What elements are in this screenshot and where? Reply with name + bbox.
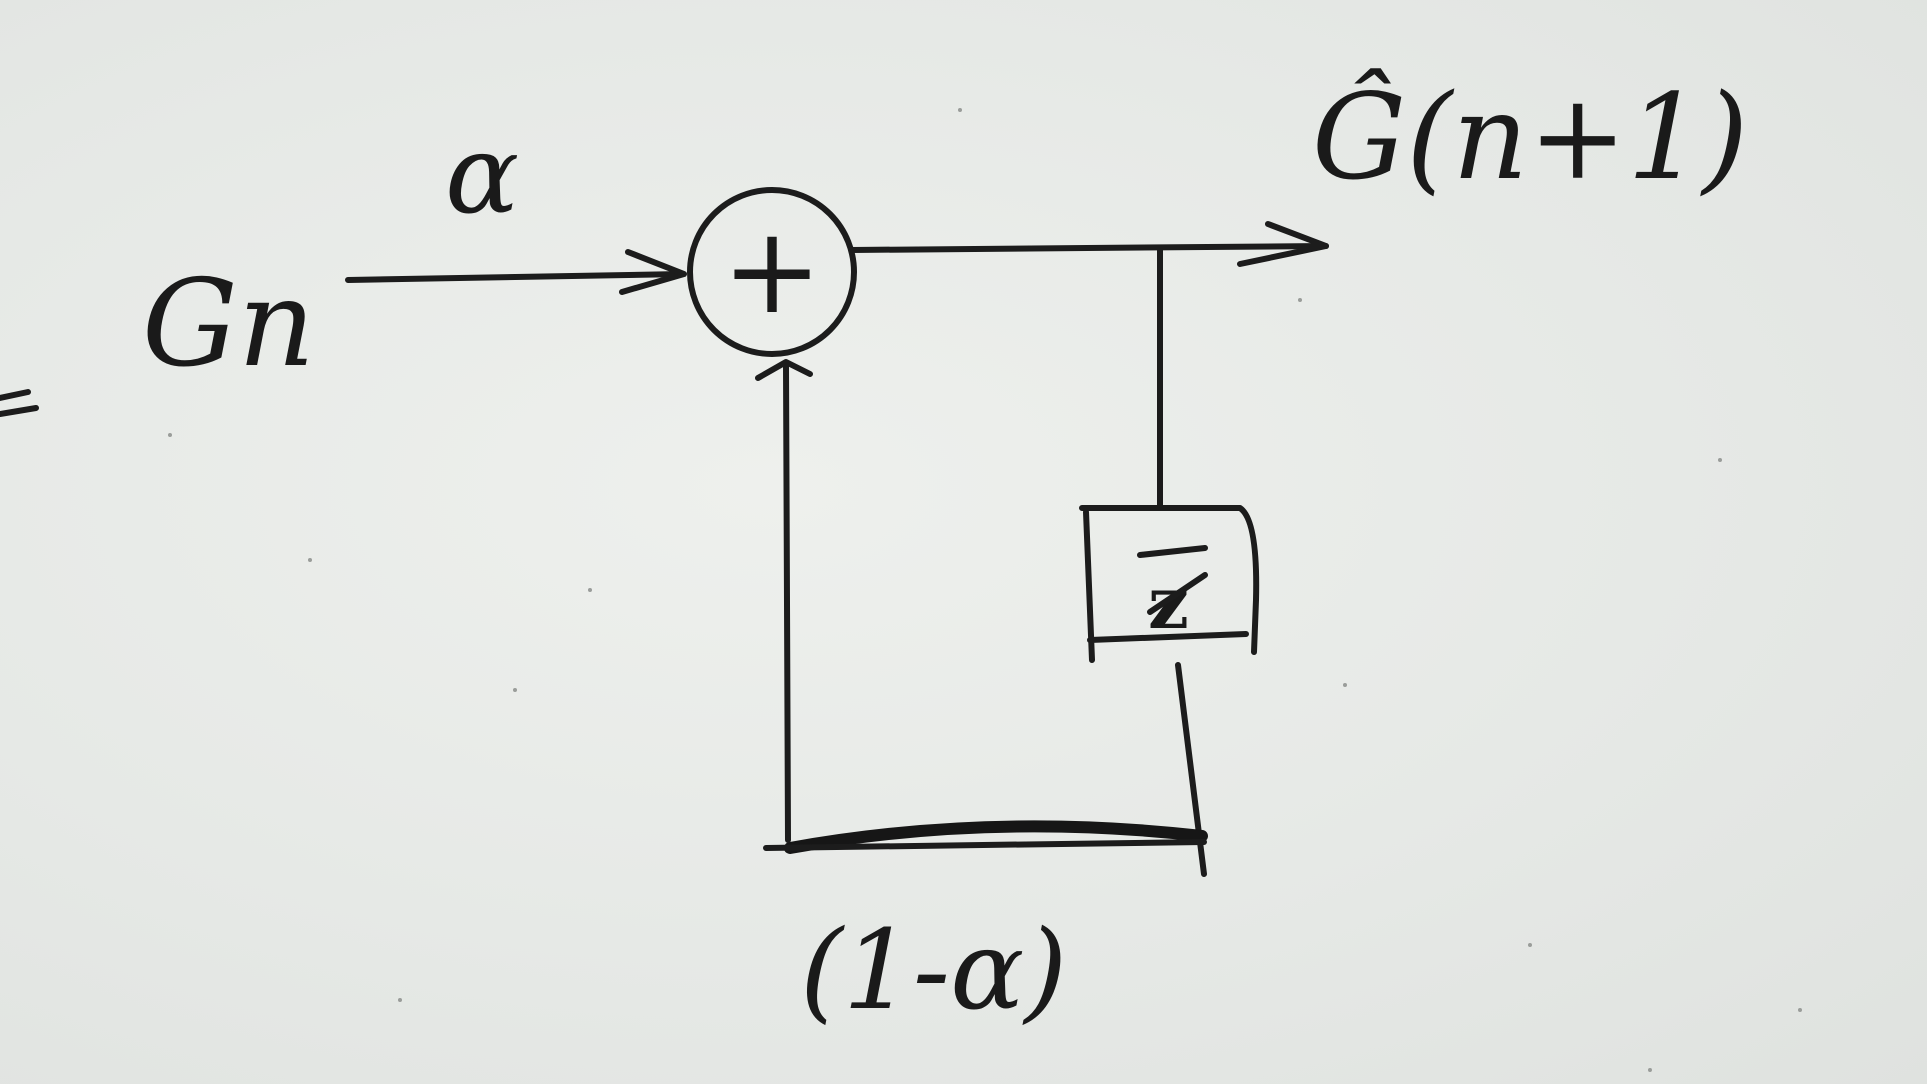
- feedback-bottom-underline: [763, 839, 1207, 851]
- delay-block: [1079, 505, 1260, 663]
- feedback-left-line: [783, 363, 791, 843]
- output-arrowhead: [1237, 221, 1329, 267]
- edge-scribble: [0, 389, 39, 417]
- input-arrowhead: [619, 249, 687, 295]
- delay-scribble: [1137, 545, 1208, 615]
- summer-plus-symbol: +: [722, 202, 823, 341]
- input-gain-label: α: [445, 110, 519, 238]
- feedback-arrowhead: [755, 359, 813, 381]
- summing-junction: [687, 187, 857, 357]
- input-arrow-line: [345, 271, 686, 283]
- output-label: Ĝ(n+1): [1312, 68, 1748, 206]
- feedback-gain-label: (1-α): [800, 906, 1067, 1034]
- output-arrow-line: [849, 243, 1329, 253]
- paper-specks: [168, 108, 1802, 1072]
- feedback-bottom-line: [784, 820, 1208, 854]
- input-label: Gn: [142, 255, 315, 394]
